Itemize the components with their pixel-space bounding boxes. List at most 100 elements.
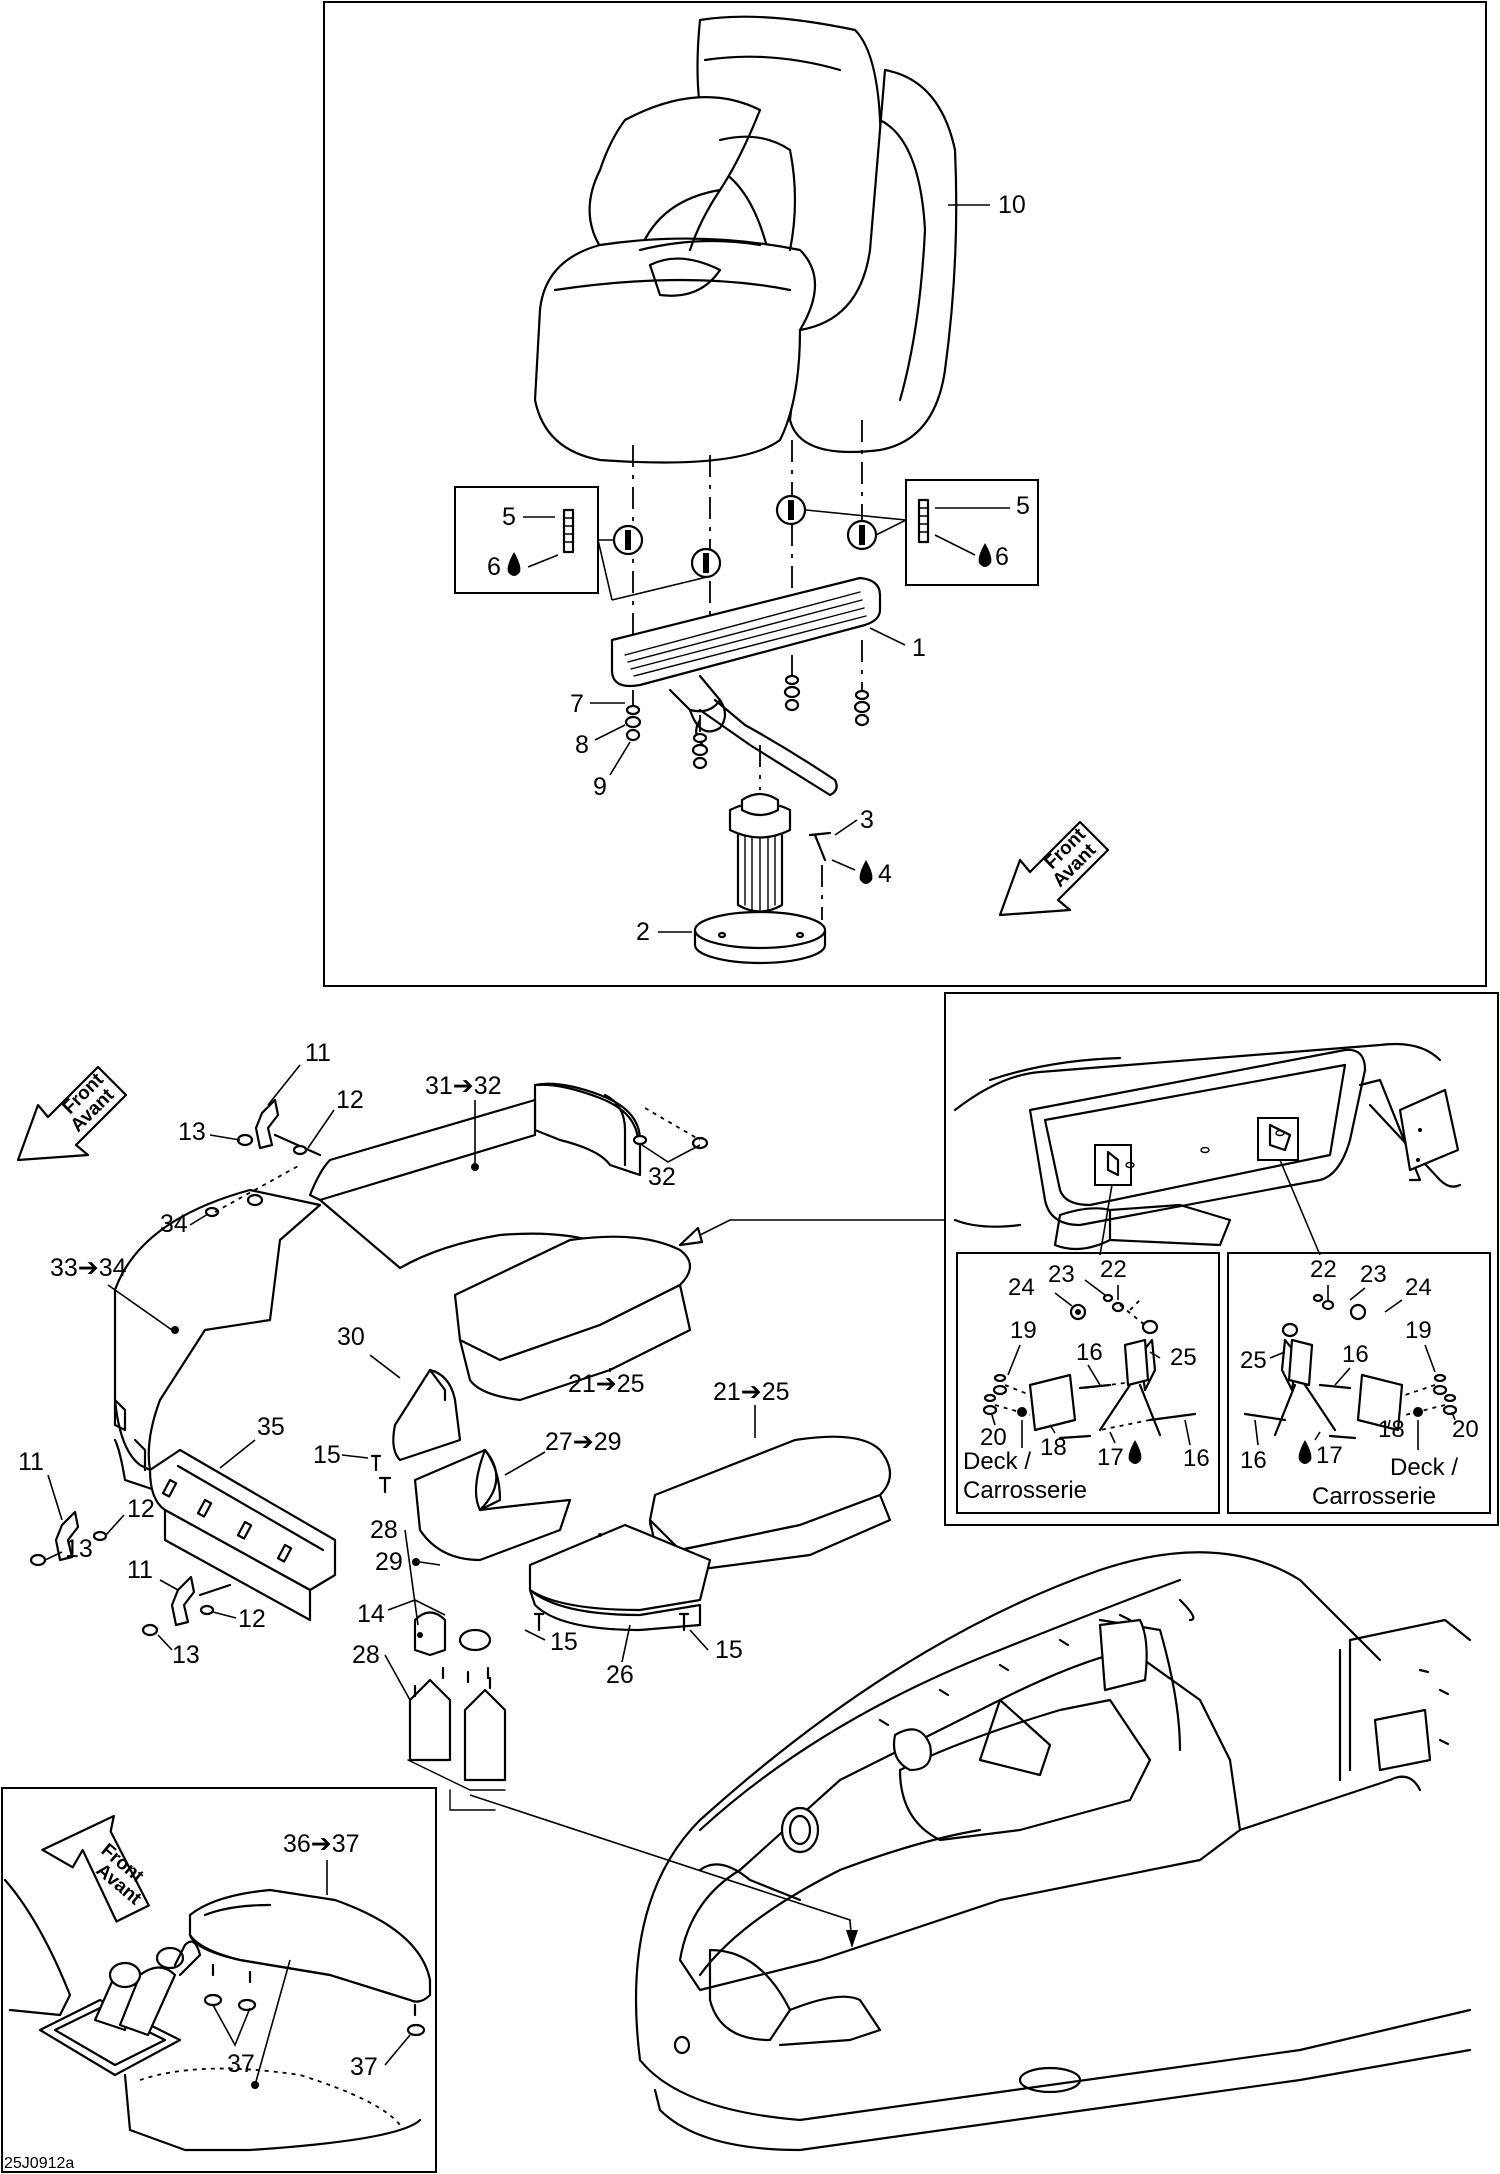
callout-33-34: 33➔34 <box>50 1254 127 1282</box>
front-arrow-icon: Front Avant <box>998 820 1110 917</box>
callout-5: 5 <box>1016 492 1030 520</box>
callout-31-32: 31➔32 <box>425 1072 502 1100</box>
callout-12: 12 <box>127 1495 155 1523</box>
callout-3: 3 <box>860 806 874 834</box>
callout-30: 30 <box>337 1323 365 1351</box>
callout-29: 29 <box>375 1548 403 1576</box>
armrest-panel-frame <box>1 1787 437 2173</box>
callout-13: 13 <box>65 1535 93 1563</box>
hinge-detail-panel <box>944 992 1499 1526</box>
callout-27-29: 27➔29 <box>545 1428 622 1456</box>
callout-21-25: 21➔25 <box>713 1378 790 1406</box>
callout-23: 23 <box>1048 1261 1075 1288</box>
callout-11: 11 <box>127 1556 153 1584</box>
callout-12: 12 <box>238 1605 266 1633</box>
armrest-drawing <box>188 1888 432 2003</box>
drop-icon <box>507 552 521 576</box>
callout-28: 28 <box>352 1641 380 1669</box>
filler-cushion-drawing <box>413 1448 572 1562</box>
stud-inset-left <box>454 486 599 594</box>
callout-2: 2 <box>636 918 650 946</box>
callout-8: 8 <box>575 731 589 759</box>
clip-drawing <box>29 1098 709 1637</box>
callout-12: 12 <box>336 1086 364 1114</box>
callout-16: 16 <box>1342 1341 1369 1368</box>
hinge-drawing <box>1243 1293 1458 1440</box>
storage-lid-drawing <box>953 1042 1462 1251</box>
throttle-console-drawing <box>3 1878 422 2152</box>
callout-7: 7 <box>570 690 584 718</box>
callout-14: 14 <box>357 1600 385 1628</box>
detail-pointer <box>679 1219 945 1246</box>
pedestal-drawing <box>693 792 827 965</box>
diagram-code: 25J0912a <box>4 2155 74 2172</box>
detail-circle <box>1257 1117 1299 1161</box>
callout-1: 1 <box>912 634 926 662</box>
stud-drawing <box>562 498 930 554</box>
callout-17: 17 <box>1097 1444 1124 1471</box>
hinge-detail-right <box>1227 1252 1491 1514</box>
callout-23: 23 <box>1360 1261 1387 1288</box>
callout-26: 26 <box>606 1661 634 1689</box>
front-arrow-icon: Front Avant <box>16 1065 128 1162</box>
front-arrow-icon: Front Avant <box>41 1814 150 1923</box>
callout-11: 11 <box>305 1039 331 1067</box>
callout-9: 9 <box>593 773 607 801</box>
callout-36-37: 36➔37 <box>283 1830 360 1858</box>
detail-circle <box>1094 1144 1132 1186</box>
callout-37: 37 <box>227 2050 255 2078</box>
callout-6: 6 <box>487 553 501 581</box>
callout-20: 20 <box>1452 1416 1479 1443</box>
hull-drawing <box>634 1551 1472 2152</box>
screw-drawing <box>370 1454 690 1698</box>
cup-holder-drawing <box>407 1611 507 1811</box>
callout-24: 24 <box>1405 1274 1432 1301</box>
callout-18: 18 <box>1040 1434 1067 1461</box>
seat-panel-frame <box>323 1 1487 987</box>
callout-19: 19 <box>1010 1317 1037 1344</box>
deck-label: Deck / <box>963 1448 1031 1475</box>
fastener-stack <box>624 674 871 770</box>
deck-label: Deck / <box>1390 1454 1458 1481</box>
callout-22: 22 <box>1310 1256 1337 1283</box>
callout-34: 34 <box>160 1210 188 1238</box>
seat-cushion-drawing <box>453 1235 892 1572</box>
seat-assembly-drawing <box>533 15 958 464</box>
callout-16: 16 <box>1183 1445 1210 1472</box>
stud-inset-right <box>905 479 1039 586</box>
callout-15: 15 <box>550 1628 578 1656</box>
callout-6: 6 <box>995 543 1009 571</box>
callout-4: 4 <box>878 860 892 888</box>
callout-37: 37 <box>350 2053 378 2081</box>
callout-32: 32 <box>648 1163 676 1191</box>
callout-25: 25 <box>1170 1344 1197 1371</box>
seat-plate-drawing <box>610 576 882 797</box>
callout-25: 25 <box>1240 1347 1267 1374</box>
callout-28: 28 <box>370 1516 398 1544</box>
backrest-cushion-drawing <box>113 1082 642 1492</box>
hinge-detail-left <box>956 1252 1220 1514</box>
callout-18: 18 <box>1378 1416 1405 1443</box>
callout-10: 10 <box>998 191 1026 219</box>
callout-16: 16 <box>1076 1339 1103 1366</box>
side-panel-drawing <box>148 1448 337 1622</box>
deck-label: Carrosserie <box>1312 1483 1436 1510</box>
wedge-cushion-drawing <box>392 1368 462 1462</box>
deck-label: Carrosserie <box>963 1477 1087 1504</box>
callout-24: 24 <box>1008 1274 1035 1301</box>
hinge-drawing <box>982 1293 1197 1440</box>
callout-19: 19 <box>1405 1317 1432 1344</box>
callout-15: 15 <box>313 1441 341 1469</box>
callout-17: 17 <box>1316 1442 1343 1469</box>
drop-icon <box>1298 1440 1312 1464</box>
callout-20: 20 <box>980 1424 1007 1451</box>
callout-5: 5 <box>502 503 516 531</box>
drop-icon <box>1128 1440 1142 1464</box>
callout-22: 22 <box>1100 1256 1127 1283</box>
callout-15: 15 <box>715 1636 743 1664</box>
screw-drawing <box>808 831 832 862</box>
drop-icon <box>978 543 992 567</box>
drop-icon <box>859 860 873 884</box>
callout-13: 13 <box>178 1118 206 1146</box>
